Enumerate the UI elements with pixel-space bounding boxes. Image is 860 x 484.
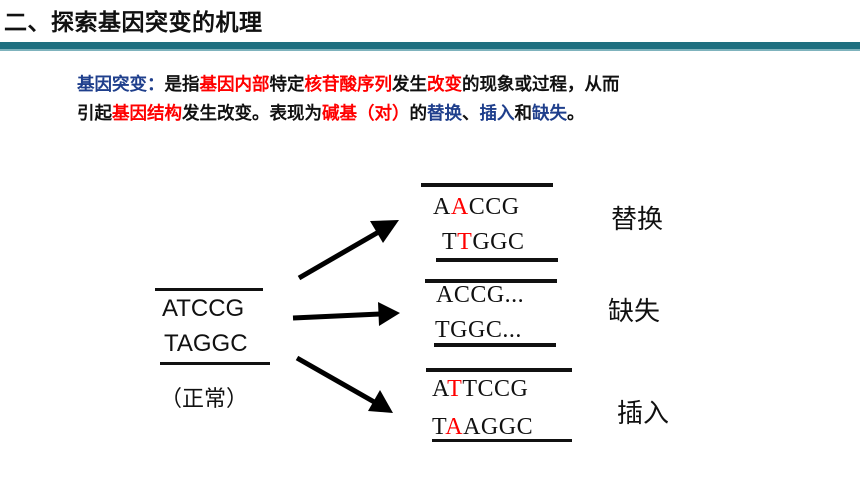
- deletion-strand-bottom-line: [434, 343, 556, 347]
- def-text: 引起: [77, 104, 112, 124]
- substitution-strand-top-line: [421, 183, 553, 187]
- def-text: 的现象或过程，从而: [462, 75, 620, 95]
- arrow-to-insertion: [295, 355, 393, 413]
- insertion-strand-bottom: TAAGGC: [432, 414, 534, 440]
- def-highlight: 基因结构: [112, 104, 182, 124]
- def-type-deletion: 缺失: [532, 104, 567, 124]
- substituted-base: T: [457, 229, 473, 255]
- definition-text: 基因突变：是指基因内部特定核苷酸序列发生改变的现象或过程，从而 引起基因结构发生…: [77, 71, 837, 129]
- page-title: 二、探索基因突变的机理: [4, 10, 263, 36]
- normal-label: （正常）: [160, 387, 249, 412]
- insertion-strand-bottom-line: [432, 439, 572, 442]
- title-underline-accent: [0, 49, 860, 51]
- title-underline: [0, 42, 860, 49]
- def-text: 和: [514, 104, 533, 124]
- insertion-label: 插入: [617, 399, 670, 429]
- def-text: 的: [409, 104, 428, 124]
- def-highlight: 碱基（对）: [322, 104, 410, 124]
- deletion-strand-top: ACCG...: [436, 282, 525, 308]
- arrow-to-deletion: [292, 302, 400, 326]
- inserted-base: A: [445, 414, 464, 440]
- def-type-insertion: 插入: [479, 104, 515, 124]
- deletion-strand-top-line: [425, 279, 557, 283]
- substitution-strand-bottom-line: [436, 258, 558, 262]
- substitution-strand-bottom: TTGGC: [442, 229, 525, 255]
- def-term: 基因突变：: [77, 75, 165, 95]
- normal-strand-top: ATCCG: [162, 295, 245, 322]
- def-text: 发生改变。表现为: [182, 104, 322, 124]
- arrow-to-substitution: [297, 220, 399, 281]
- insertion-strand-top-line: [426, 368, 572, 372]
- substituted-base: A: [450, 194, 469, 220]
- normal-strand-bottom-line: [160, 362, 270, 365]
- definition-line-2: 引起基因结构发生改变。表现为碱基（对）的替换、插入和缺失。: [77, 100, 837, 129]
- substitution-label: 替换: [611, 205, 664, 235]
- def-highlight: 基因内部: [199, 75, 270, 95]
- deletion-strand-bottom: TGGC...: [435, 317, 522, 343]
- def-text: 发生: [392, 75, 427, 95]
- def-highlight: 改变: [427, 75, 462, 95]
- def-highlight: 核苷酸序列: [304, 75, 393, 95]
- definition-line-1: 基因突变：是指基因内部特定核苷酸序列发生改变的现象或过程，从而: [77, 71, 837, 100]
- deletion-label: 缺失: [608, 297, 661, 327]
- def-text: 。: [567, 104, 585, 124]
- substitution-strand-top: AACCG: [433, 194, 520, 220]
- insertion-strand-top: ATTCCG: [432, 376, 529, 402]
- def-text: 、: [462, 104, 480, 124]
- inserted-base: T: [447, 376, 463, 402]
- normal-strand-top-line: [155, 288, 263, 291]
- normal-strand-bottom: TAGGC: [164, 330, 248, 357]
- def-type-substitution: 替换: [427, 104, 462, 124]
- def-text: 是指: [164, 75, 200, 95]
- def-text: 特定: [269, 75, 305, 95]
